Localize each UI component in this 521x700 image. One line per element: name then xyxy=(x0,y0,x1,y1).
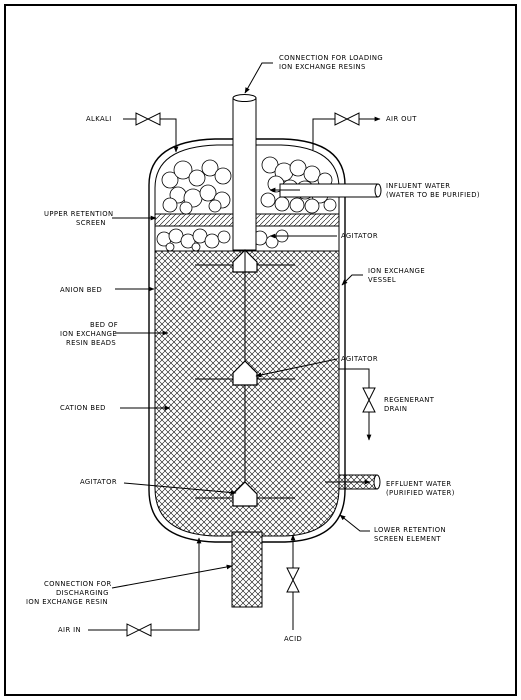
label-discharge-3: ION EXCHANGE RESIN xyxy=(26,598,108,606)
label-vessel-1: ION EXCHANGE xyxy=(368,267,425,275)
air-in-valve-icon xyxy=(126,623,152,637)
label-resin-beads-2: ION EXCHANGE xyxy=(60,330,117,338)
foam-middle xyxy=(156,228,289,252)
influent-pipe xyxy=(269,183,382,198)
label-air-out: AIR OUT xyxy=(386,115,417,123)
label-cation-bed: CATION BED xyxy=(60,404,106,412)
acid-line xyxy=(286,534,300,630)
discharge-pipe xyxy=(231,531,263,608)
label-air-in: AIR IN xyxy=(58,626,81,634)
label-agitator-bottom: AGITATOR xyxy=(80,478,117,486)
foam-top xyxy=(161,156,337,215)
vessel xyxy=(148,138,346,608)
label-discharge-1: CONNECTION FOR xyxy=(44,580,112,588)
effluent-pipe xyxy=(325,474,381,490)
label-discharge-2: DISCHARGING xyxy=(56,589,109,597)
label-effluent-1: EFFLUENT WATER xyxy=(386,480,451,488)
air-out-line xyxy=(312,112,381,150)
vessel-wall-inner xyxy=(154,144,340,537)
regenerant-drain-line xyxy=(339,368,376,441)
label-regenerant-2: DRAIN xyxy=(384,405,407,413)
label-upper-screen-1: UPPER RETENTION xyxy=(44,210,114,218)
label-upper-screen-2: SCREEN xyxy=(76,219,106,227)
alkali-line xyxy=(123,112,179,153)
label-agitator-top: AGITATOR xyxy=(341,232,378,240)
label-alkali: ALKALI xyxy=(86,115,112,123)
label-resin-beads-3: RESIN BEADS xyxy=(66,339,116,347)
label-agitator-middle: AGITATOR xyxy=(341,355,378,363)
label-acid: ACID xyxy=(284,635,302,643)
label-lower-screen-1: LOWER RETENTION xyxy=(374,526,446,534)
page-frame xyxy=(4,4,517,696)
resin-bed xyxy=(155,251,339,536)
leader-lines xyxy=(111,62,370,589)
label-influent-1: INFLUENT WATER xyxy=(386,182,450,190)
label-lower-screen-2: SCREEN ELEMENT xyxy=(374,535,441,543)
agitator-middle xyxy=(195,250,295,496)
acid-valve-icon xyxy=(286,567,300,593)
drain-valve-icon xyxy=(362,387,376,413)
air-out-valve-icon xyxy=(334,112,360,126)
label-effluent-2: (PURIFIED WATER) xyxy=(386,489,455,497)
vessel-wall-outer xyxy=(148,138,346,543)
label-influent-2: (WATER TO BE PURIFIED) xyxy=(386,191,480,199)
air-in-line xyxy=(88,537,202,637)
label-connection-loading-2: ION EXCHANGE RESINS xyxy=(279,63,366,71)
label-resin-beads-1: BED OF xyxy=(90,321,118,329)
loading-pipe xyxy=(232,94,257,251)
alkali-valve-icon xyxy=(135,112,161,126)
label-anion-bed: ANION BED xyxy=(60,286,102,294)
label-regenerant-1: REGENERANT xyxy=(384,396,435,404)
agitator-bottom xyxy=(195,481,295,507)
label-connection-loading-1: CONNECTION FOR LOADING xyxy=(279,54,383,62)
labels: CONNECTION FOR LOADING ION EXCHANGE RESI… xyxy=(26,54,480,643)
label-vessel-2: VESSEL xyxy=(368,276,396,284)
